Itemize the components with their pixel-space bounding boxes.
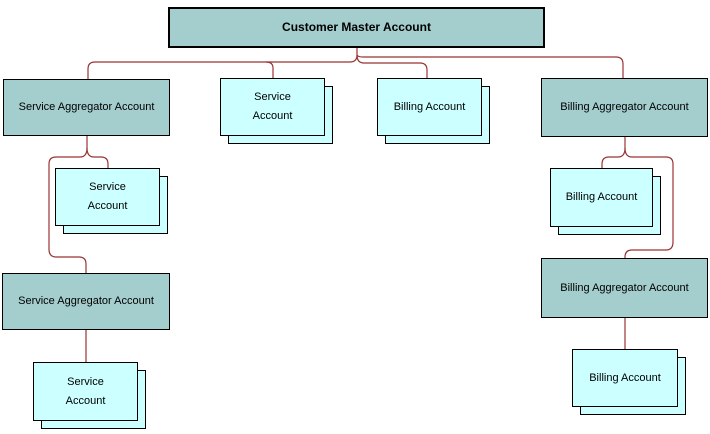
- edge-master-to-billing-account: [356, 54, 428, 78]
- node-label: Billing Aggregator Account: [560, 281, 689, 294]
- node-billing-account-right-1[interactable]: Billing Account: [550, 168, 661, 235]
- edge-billagg1-to-billing-account: [601, 147, 626, 168]
- edge-master-to-service-account: [265, 61, 274, 79]
- node-service-aggregator-account-2[interactable]: Service Aggregator Account: [2, 273, 170, 330]
- node-billing-aggregator-account-1[interactable]: Billing Aggregator Account: [541, 78, 708, 137]
- node-label: Customer Master Account: [282, 20, 431, 34]
- edge-master-to-billing-aggregator: [356, 54, 624, 78]
- node-label: Billing Account: [565, 191, 638, 203]
- node-customer-master-account[interactable]: Customer Master Account: [168, 7, 545, 48]
- node-label: Billing Account: [589, 371, 661, 384]
- node-label: Billing Account: [393, 100, 466, 113]
- node-label: Billing Aggregator Account: [560, 101, 689, 113]
- node-label: Service Aggregator Account: [18, 101, 155, 113]
- node-billing-account-right-2[interactable]: Billing Account: [572, 349, 686, 415]
- node-label: Service Aggregator Account: [18, 295, 154, 307]
- node-service-account-left-1[interactable]: Service Account: [55, 168, 168, 234]
- node-service-aggregator-account-1[interactable]: Service Aggregator Account: [3, 79, 170, 136]
- node-label: Service Account: [65, 375, 106, 407]
- node-label: Service Account: [87, 181, 128, 212]
- edge-svcagg1-to-svcagg2: [48, 147, 88, 273]
- node-label: Service Account: [252, 91, 293, 122]
- node-billing-account-mid[interactable]: Billing Account: [377, 78, 490, 144]
- edge-master-to-service-aggregator: [87, 54, 358, 79]
- edge-billagg1-to-billagg2: [624, 147, 674, 258]
- node-service-account-mid[interactable]: Service Account: [220, 78, 333, 144]
- edge-svcagg1-to-service-account: [86, 147, 109, 168]
- node-service-account-left-2[interactable]: Service Account: [33, 362, 146, 429]
- node-billing-aggregator-account-2[interactable]: Billing Aggregator Account: [541, 258, 708, 318]
